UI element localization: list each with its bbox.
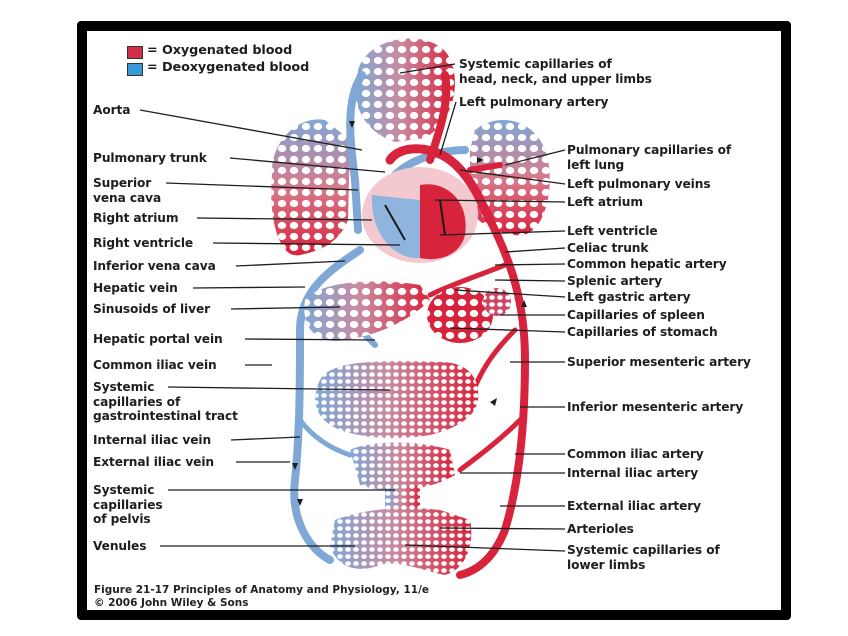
right-lung xyxy=(271,119,350,256)
label-external-iliac-vein: External iliac vein xyxy=(93,455,214,469)
label-hepatic-portal-vein: Hepatic portal vein xyxy=(93,332,223,346)
leader-common-hepatic-artery xyxy=(494,263,566,266)
label-head-capillaries: Systemic capillaries of head, neck, and … xyxy=(459,57,652,86)
leader-left-pulmonary-veins xyxy=(459,169,566,185)
leader-arterioles xyxy=(439,527,566,530)
leader-sinusoids-liver xyxy=(230,306,341,310)
leader-pulmonary-trunk xyxy=(229,157,386,173)
leader-left-atrium xyxy=(434,199,566,203)
label-aorta: Aorta xyxy=(93,103,131,117)
label-internal-iliac-artery: Internal iliac artery xyxy=(567,466,699,480)
label-left-pulmonary-artery: Left pulmonary artery xyxy=(459,95,609,109)
label-gi-capillaries: Systemic capillaries of gastrointestinal… xyxy=(93,380,238,423)
legend-oxygenated-swatch xyxy=(127,46,143,59)
label-capillaries-of-spleen: Capillaries of spleen xyxy=(567,308,705,322)
liver-capillaries xyxy=(304,281,430,341)
label-external-iliac-artery: External iliac artery xyxy=(567,499,702,513)
leader-internal-iliac-vein xyxy=(230,436,301,441)
label-left-pulmonary-veins: Left pulmonary veins xyxy=(567,177,711,191)
arrow-icon xyxy=(477,157,484,163)
label-common-hepatic-artery: Common hepatic artery xyxy=(567,257,727,271)
label-common-iliac-vein: Common iliac vein xyxy=(93,358,217,372)
leader-celiac-trunk xyxy=(504,247,566,253)
legend-deoxygenated-label: = Deoxygenated blood xyxy=(147,60,310,75)
leader-splenic-artery xyxy=(494,279,566,282)
label-right-atrium: Right atrium xyxy=(93,211,179,225)
label-celiac-trunk: Celiac trunk xyxy=(567,241,649,255)
label-sinusoids-of-liver: Sinusoids of liver xyxy=(93,302,211,316)
leader-left-ventricle xyxy=(439,230,566,236)
leader-left-gastric-artery xyxy=(454,289,566,298)
label-left-ventricle: Left ventricle xyxy=(567,224,658,238)
legend-oxygenated-label: = Oxygenated blood xyxy=(147,43,293,58)
pelvis-capillaries xyxy=(350,442,455,510)
flow-arrows xyxy=(292,121,527,506)
left-lung xyxy=(470,120,550,236)
leader-left-lung-capillaries xyxy=(504,149,566,166)
label-superior-vena-cava: Superior vena cava xyxy=(93,176,162,205)
legend-deoxygenated-swatch xyxy=(127,63,143,76)
label-pelvis-capillaries: Systemic capillaries of pelvis xyxy=(93,483,163,526)
leader-hepatic-vein xyxy=(192,286,306,289)
arrow-icon xyxy=(349,121,355,128)
arrow-icon xyxy=(521,300,527,307)
label-venules: Venules xyxy=(93,539,147,553)
leader-lower-limb-capillaries xyxy=(404,544,566,552)
figure-copyright: © 2006 John Wiley & Sons xyxy=(94,597,249,609)
leader-aorta xyxy=(139,109,363,151)
label-common-iliac-artery: Common iliac artery xyxy=(567,447,704,461)
leader-right-ventricle xyxy=(212,242,401,246)
label-internal-iliac-vein: Internal iliac vein xyxy=(93,433,212,447)
leader-gi-capillaries xyxy=(167,386,391,391)
label-arterioles: Arterioles xyxy=(567,522,634,536)
leader-lines-right xyxy=(399,63,566,552)
leader-lines-left xyxy=(139,109,401,547)
label-left-lung-capillaries: Pulmonary capillaries of left lung xyxy=(567,143,732,172)
gi-capillaries xyxy=(315,361,479,439)
label-lower-limb-capillaries: Systemic capillaries of lower limbs xyxy=(567,543,720,572)
arrow-icon xyxy=(297,499,303,506)
spleen-stomach-capillaries xyxy=(427,287,511,343)
leader-right-atrium xyxy=(196,217,373,221)
leader-inferior-vena-cava xyxy=(235,260,346,267)
label-hepatic-vein: Hepatic vein xyxy=(93,281,178,295)
figure-caption: Figure 21-17 Principles of Anatomy and P… xyxy=(94,584,430,596)
label-splenic-artery: Splenic artery xyxy=(567,274,663,288)
label-pulmonary-trunk: Pulmonary trunk xyxy=(93,151,207,165)
leader-head-capillaries xyxy=(399,63,456,74)
leader-stomach-capillaries xyxy=(449,327,566,333)
leader-left-pulmonary-artery xyxy=(439,101,457,156)
arrow-icon xyxy=(490,398,497,406)
heart xyxy=(362,167,478,263)
head-capillaries xyxy=(355,38,455,142)
label-superior-mesenteric-artery: Superior mesenteric artery xyxy=(567,355,751,369)
lower-limb-capillaries xyxy=(330,508,472,575)
arrow-icon xyxy=(292,463,298,470)
label-left-gastric-artery: Left gastric artery xyxy=(567,290,691,304)
leader-hepatic-portal-vein xyxy=(244,338,376,341)
label-right-ventricle: Right ventricle xyxy=(93,236,194,250)
label-inferior-vena-cava: Inferior vena cava xyxy=(93,259,216,273)
label-left-atrium: Left atrium xyxy=(567,195,643,209)
leader-superior-vena-cava xyxy=(165,182,359,191)
label-inferior-mesenteric-artery: Inferior mesenteric artery xyxy=(567,400,744,414)
label-capillaries-of-stomach: Capillaries of stomach xyxy=(567,325,718,339)
